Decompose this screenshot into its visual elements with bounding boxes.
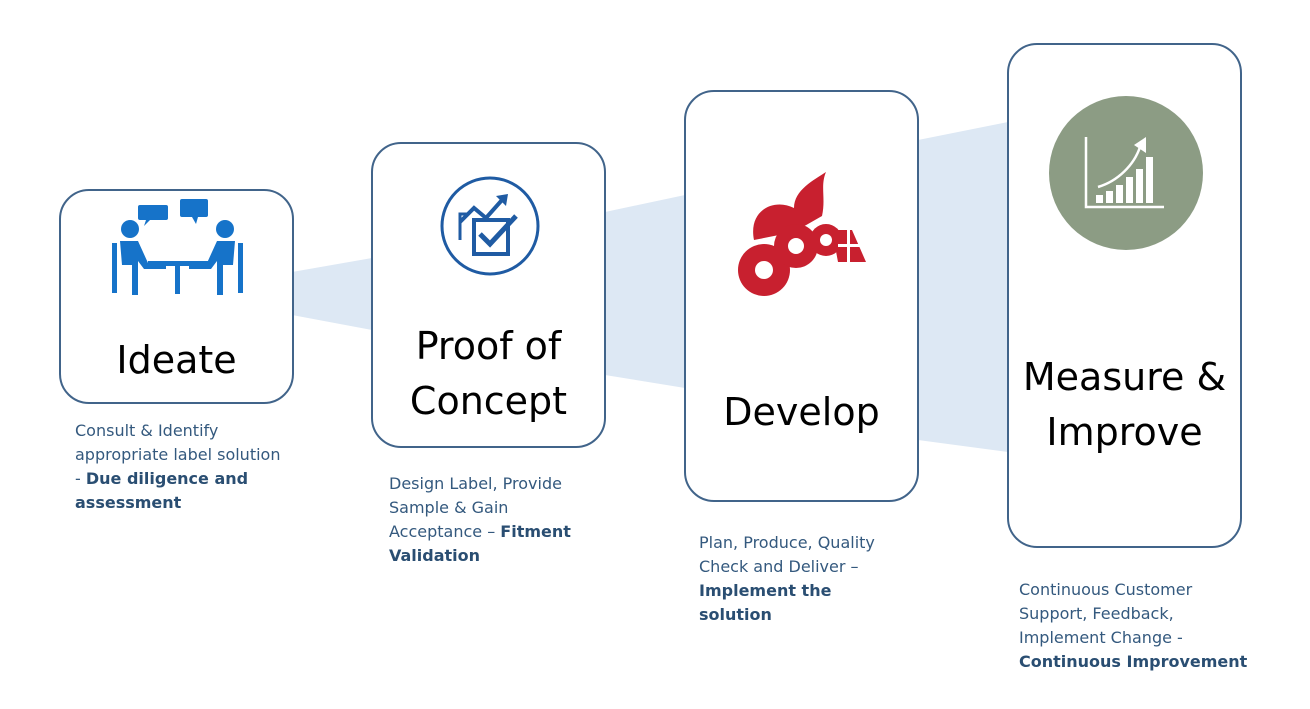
chart-check-icon (440, 176, 540, 276)
step-card-proof-of-concept: Proof of Concept (371, 142, 606, 448)
step-card-measure-improve: Measure & Improve (1007, 43, 1242, 548)
step-title-proof-line-2: Concept (409, 379, 568, 423)
step-description-highlight: Continuous Improvement (1019, 652, 1248, 671)
step-title-develop: Develop (723, 390, 880, 434)
label-rolls-icon (738, 172, 866, 296)
step-title-proof-line-1: Proof of (415, 324, 562, 368)
step-description-highlight: Due diligence and assessment (75, 469, 249, 512)
growth-chart-icon (1049, 96, 1203, 250)
step-card-develop: Develop (684, 90, 919, 502)
step-description-highlight: Fitment Validation (389, 522, 571, 565)
step-description-ideate: Consult & Identify appropriate label sol… (75, 419, 290, 515)
step-description-text: Design Label, Provide Sample & Gain Acce… (389, 474, 562, 541)
step-description-develop: Plan, Produce, Quality Check and Deliver… (699, 531, 904, 627)
step-title-measure-line-2: Improve (1046, 410, 1203, 454)
step-description-text: Plan, Produce, Quality Check and Deliver… (699, 533, 875, 576)
step-title-ideate: Ideate (116, 338, 237, 382)
step-description-highlight: Implement the solution (699, 581, 832, 624)
step-description-measure-improve: Continuous Customer Support, Feedback, I… (1019, 578, 1249, 674)
step-title-measure-line-1: Measure & (1022, 355, 1227, 399)
step-description-text: Consult & Identify appropriate label sol… (75, 421, 281, 488)
step-description-text: Continuous Customer Support, Feedback, I… (1019, 580, 1193, 647)
step-description-proof-of-concept: Design Label, Provide Sample & Gain Acce… (389, 472, 584, 568)
step-card-ideate: Ideate (59, 189, 294, 404)
meeting-icon (112, 199, 243, 295)
